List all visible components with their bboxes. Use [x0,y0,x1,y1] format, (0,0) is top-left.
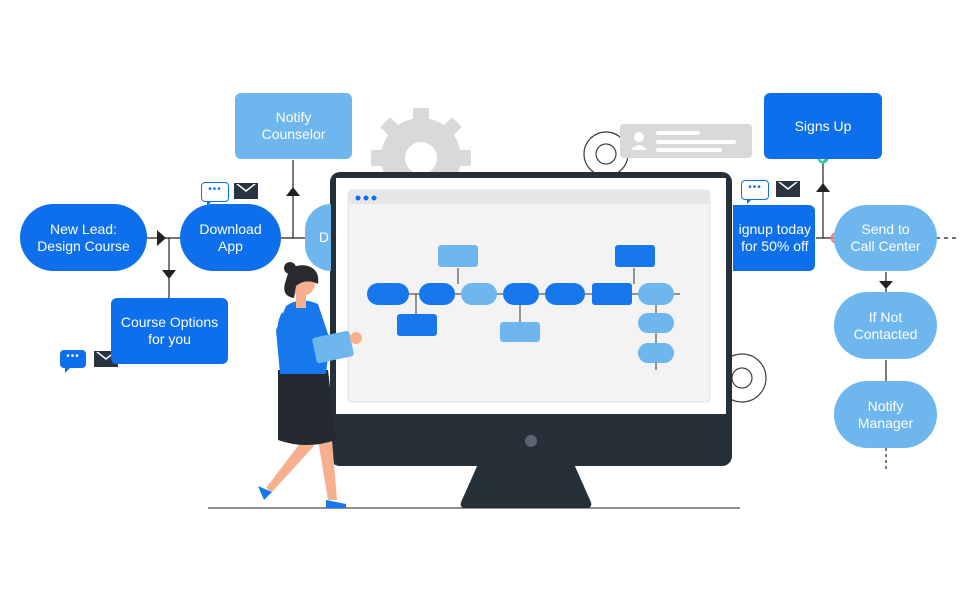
node-new-lead: New Lead: Design Course [20,204,147,271]
node-send-to-call-center: Send to Call Center [834,205,937,271]
chat-bubble-icon: ••• [741,180,769,204]
node-notify-counselor: Notify Counselor [235,93,352,159]
woman-figure [258,262,362,508]
node-signs-up: Signs Up [764,93,882,159]
node-partial-hidden: D [305,204,331,271]
envelope-icon [234,183,258,199]
envelope-icon [776,181,800,197]
node-signup-offer: ignup today for 50% off [733,205,815,271]
node-course-options: Course Options for you [111,298,228,364]
chat-bubble-icon: ••• [201,182,229,206]
node-if-not-contacted: If Not Contacted [834,292,937,359]
mini-workflow [367,245,680,370]
node-download-app: Download App [180,204,281,271]
node-notify-manager: Notify Manager [834,381,937,448]
chat-bubble-icon: ••• [60,350,86,373]
flow-arrowheads [157,183,893,289]
user-card-icon [620,124,752,158]
